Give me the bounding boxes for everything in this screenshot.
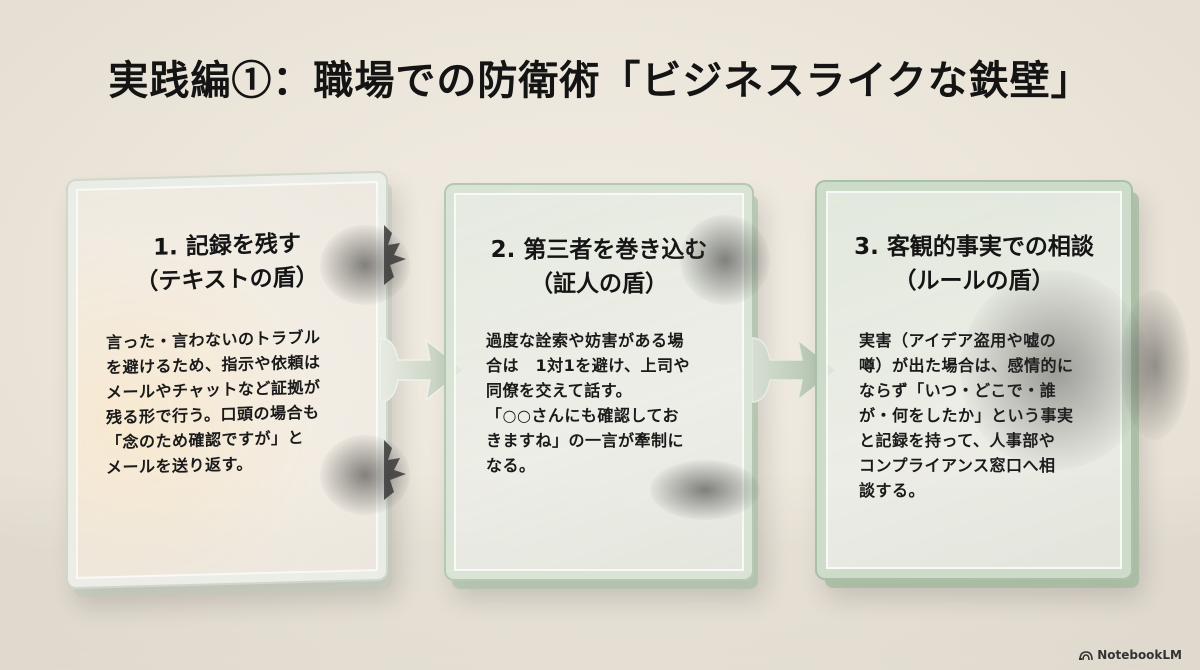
card-heading-line1: 3. 客観的事実での相談	[854, 234, 1094, 260]
crack-icon	[384, 440, 406, 500]
card-body: 実害（アイデア盗用や嘘の 噂）が出た場合は、感情的に ならず「いつ・どこで・誰 …	[859, 328, 1074, 503]
notebooklm-logo-icon	[1079, 651, 1093, 660]
card-body-line: 過度な詮索や妨害がある場	[486, 331, 685, 350]
card-heading: 2. 第三者を巻き込む （証人の盾）	[446, 233, 752, 301]
card-body-line: なる。	[486, 456, 536, 475]
card-body-line: 同僚を交えて話す。	[486, 381, 633, 400]
card-heading-line2: （テキストの盾）	[135, 264, 319, 296]
card-heading-line2: （証人の盾）	[530, 271, 668, 297]
card-body-line: と記録を持って、人事部や	[859, 431, 1056, 450]
brand-watermark: NotebookLM	[1079, 648, 1182, 662]
brand-label: NotebookLM	[1097, 648, 1182, 662]
card-body: 言った・言わないのトラブル を避けるため、指示や依頼は メールやチャットなど証拠…	[106, 325, 321, 481]
card-body-line: 「○○さんにも確認してお	[486, 406, 679, 425]
card-body: 過度な詮索や妨害がある場 合は 1対1を避け、上司や 同僚を交えて話す。 「○○…	[486, 328, 690, 478]
card-body-line: 談する。	[859, 481, 926, 500]
crack-icon	[384, 225, 406, 285]
card-body-line: が・何をしたか」という事実	[859, 406, 1074, 425]
card-heading-line2: （ルールの盾）	[893, 268, 1055, 294]
card-body-line: ならず「いつ・どこで・誰	[859, 381, 1057, 400]
card-body-line: きますね」の一言が牽制に	[486, 431, 685, 450]
card-body-line: 実害（アイデア盗用や嘘の	[859, 331, 1057, 350]
card-body-line: 噂）が出た場合は、感情的に	[859, 356, 1074, 375]
card-heading-line1: 2. 第三者を巻き込む	[490, 237, 708, 263]
card-heading: 3. 客観的事実での相談 （ルールの盾）	[817, 230, 1131, 298]
card-body-line: 合は 1対1を避け、上司や	[486, 356, 690, 375]
card-rule-shield: 3. 客観的事実での相談 （ルールの盾） 実害（アイデア盗用や嘘の 噂）が出た場…	[815, 180, 1133, 580]
card-body-line: メールを送り返す。	[106, 454, 253, 478]
card-heading: 1. 記録を残す （テキストの盾）	[68, 225, 386, 301]
card-body-line: コンプライアンス窓口へ相	[859, 456, 1056, 475]
slide-title: 実践編①：職場での防衛術「ビジネスライクな鉄壁」	[108, 57, 1092, 104]
card-witness-shield: 2. 第三者を巻き込む （証人の盾） 過度な詮索や妨害がある場 合は 1対1を避…	[444, 183, 754, 581]
card-record-shield: 1. 記録を残す （テキストの盾） 言った・言わないのトラブル を避けるため、指…	[66, 170, 388, 590]
